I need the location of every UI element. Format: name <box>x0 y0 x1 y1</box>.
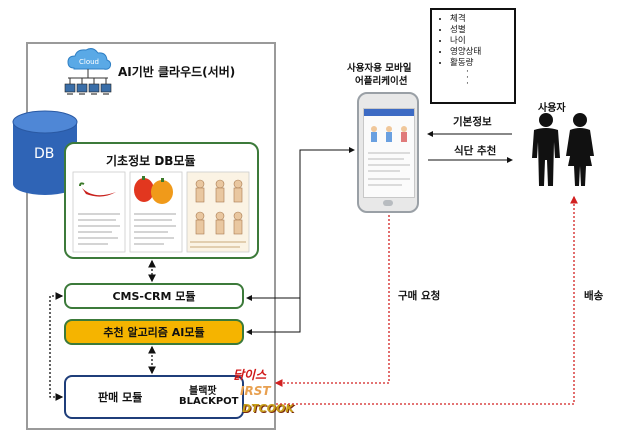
db-module-title: 기초정보 DB모듈 <box>106 154 196 168</box>
delivery-line <box>276 195 578 405</box>
partner-logo-3: DTCOOK <box>242 402 294 415</box>
cms-crm-label: CMS-CRM 모듈 <box>112 290 196 303</box>
server-title: AI기반 클라우드(서버) <box>118 65 236 79</box>
purchase-request-label: 구매 요청 <box>398 290 441 302</box>
delivery-label: 배송 <box>584 290 604 302</box>
cms-sales-loop <box>49 292 64 401</box>
basic-info-label: 기본정보 <box>453 116 492 128</box>
phone-screen <box>363 108 415 198</box>
app-title-line1: 사용자용 모바일 <box>347 63 412 74</box>
user-info-item: 활동량 <box>450 58 508 69</box>
db-label: DB <box>34 146 55 162</box>
purchase-request-line <box>274 215 390 387</box>
user-label: 사용자 <box>538 103 566 114</box>
user-info-list: 체격 성별 나이 영양상태 활동량 ··· <box>430 8 516 104</box>
user-info-item: 나이 <box>450 36 508 47</box>
user-info-item: 영양상태 <box>450 47 508 58</box>
user-couple-icon <box>524 112 602 188</box>
user-info-item: 체격 <box>450 14 508 25</box>
recommend-ai-label: 추천 알고리즘 AI모듈 <box>103 326 205 339</box>
sales-module <box>64 375 244 419</box>
food-data-images <box>72 170 252 254</box>
brand-name-ko: 블랙팟 <box>189 386 217 397</box>
sales-module-label: 판매 모듈 <box>98 391 143 404</box>
mobile-phone-icon <box>357 92 419 213</box>
user-info-item: 성별 <box>450 25 508 36</box>
partner-logo-2: IRST <box>240 384 271 398</box>
database-icon <box>11 110 79 198</box>
cms-crm-module: CMS-CRM 모듈 <box>64 283 244 309</box>
cloud-network-icon: Cloud <box>60 44 116 104</box>
cloud-text: Cloud <box>79 58 99 66</box>
phone-algo-line <box>246 149 351 335</box>
diet-recommend-label: 식단 추천 <box>454 145 497 157</box>
recommend-ai-module: 추천 알고리즘 AI모듈 <box>64 319 244 345</box>
brand-name-en: BLACKPOT <box>179 396 239 407</box>
app-title-line2: 어플리케이션 <box>355 76 408 87</box>
partner-logo-1: 닭이스 <box>233 368 267 382</box>
